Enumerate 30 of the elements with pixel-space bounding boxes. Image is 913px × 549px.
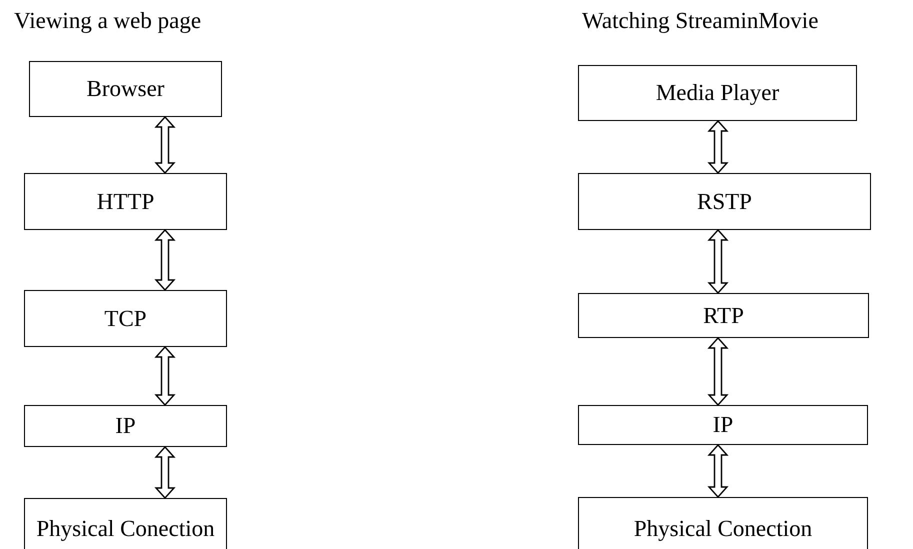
layer-name: HTTP [96, 188, 154, 214]
double-arrow [154, 346, 176, 406]
double-arrow [707, 228, 729, 294]
double-arrow [707, 444, 729, 498]
layer-name: RTP [703, 302, 744, 328]
double-arrow [154, 446, 176, 500]
layer-box [24, 290, 227, 347]
double-arrow [707, 120, 729, 174]
double-arrow [154, 116, 176, 174]
layer-name: RSTP [697, 188, 752, 214]
layer-name: Media Player [656, 80, 780, 106]
layer-name: Browser [86, 76, 164, 102]
layer-box [24, 405, 227, 447]
column-title: Viewing a web page [14, 8, 202, 34]
layer-box [29, 61, 222, 117]
layer-box [578, 65, 857, 121]
layer-name: Physical Conection [36, 516, 215, 542]
layer-name: IP [115, 413, 136, 439]
layer-name: TCP [104, 306, 147, 332]
layer-box [578, 293, 869, 338]
layer-name: Physical Conection [634, 516, 812, 542]
column-title: Watching StreaminMovie [582, 8, 818, 34]
layer-box [24, 498, 227, 549]
double-arrow [707, 336, 729, 406]
layer-box [578, 497, 868, 549]
layer-name: IP [712, 412, 734, 438]
layer-box [24, 173, 227, 230]
double-arrow [154, 228, 176, 292]
layer-box [578, 173, 871, 230]
layer-box [578, 405, 868, 445]
